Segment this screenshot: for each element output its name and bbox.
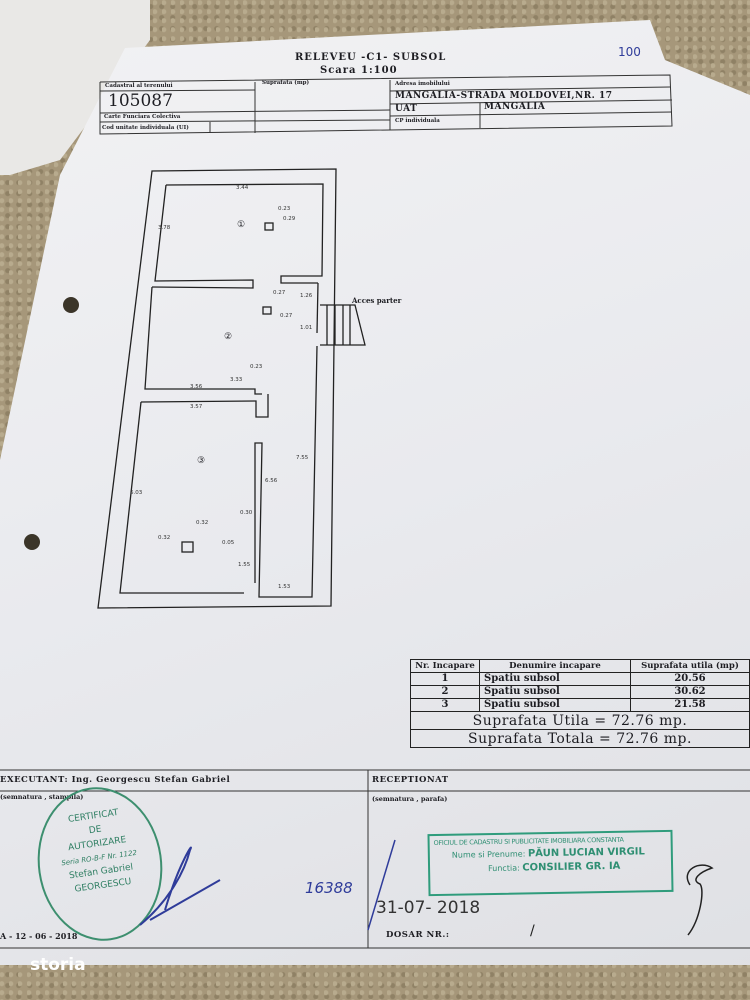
dim: 1.55 — [238, 562, 251, 568]
total-total-row: Suprafata Totala = 72.76 mp. — [410, 729, 750, 748]
carte-label: Carte Funciara Colectiva — [104, 114, 181, 120]
total-util-row: Suprafata Utila = 72.76 mp. — [410, 711, 750, 730]
executant-label: EXECUTANT: Ing. Georgescu Stefan Gabriel — [0, 775, 231, 785]
dim: 0.32 — [158, 535, 171, 541]
document-title: RELEVEU -C1- SUBSOL — [295, 52, 447, 63]
receptionat-label: RECEPTIONAT — [372, 775, 449, 785]
uat-value: MANGALIA — [484, 102, 546, 112]
executant-sub: (semnatura , stampila) — [0, 793, 84, 801]
floor-plan — [97, 168, 366, 609]
dim: 1.26 — [300, 293, 313, 299]
dosar-value: / — [530, 923, 535, 939]
dim: 0.05 — [222, 540, 235, 546]
chimney-3 — [181, 541, 194, 553]
dim: 0.23 — [250, 364, 263, 370]
page-note: 100 — [618, 45, 641, 59]
dim: 0.27 — [273, 290, 286, 296]
access-label: Acces parter — [352, 296, 402, 305]
total-total: Suprafata Totala = 72.76 mp. — [410, 729, 750, 748]
punch-hole — [63, 297, 79, 313]
address-value: MANGALIA-STRADA MOLDOVEI,NR. 17 — [395, 91, 613, 101]
receptionat-sub: (semnatura , parafa) — [372, 795, 448, 803]
outer-wall — [97, 168, 337, 609]
room-number-1: ① — [237, 220, 246, 230]
dim: 6.03 — [130, 490, 143, 496]
chimney-2 — [262, 306, 272, 315]
dim: 7.55 — [296, 455, 309, 461]
dim: 3.33 — [230, 377, 243, 383]
cadastral-number: 105087 — [108, 91, 173, 111]
dim: 3.57 — [190, 404, 203, 410]
dim: 3.56 — [190, 384, 203, 390]
room-number-2: ② — [224, 332, 233, 342]
rooms-table: Nr. Incapare Denumire incapare Suprafata… — [410, 659, 750, 748]
dim: 0.29 — [283, 216, 296, 222]
cod-label: Cod unitate individuala (UI) — [102, 125, 189, 131]
dim: 0.32 — [196, 520, 209, 526]
executant-date: A - 12 - 06 - 2018 — [0, 931, 78, 941]
chimney-1 — [264, 222, 274, 231]
dim: 1.01 — [300, 325, 313, 331]
address-label: Adresa imobilului — [395, 81, 450, 87]
executant-signature — [139, 846, 221, 926]
dim: 3.78 — [158, 225, 171, 231]
surface-label: Suprafata (mp) — [262, 80, 310, 86]
scale-label: Scara 1:100 — [320, 65, 398, 76]
dim: 0.30 — [240, 510, 253, 516]
dosar-label: DOSAR NR.: — [386, 930, 450, 940]
storia-logo: storia — [30, 955, 86, 975]
total-util: Suprafata Utila = 72.76 mp. — [410, 711, 750, 730]
dim: 0.23 — [278, 206, 291, 212]
room-number-3: ③ — [197, 456, 206, 466]
dim: 1.53 — [278, 584, 291, 590]
punch-hole — [24, 534, 40, 550]
cadastral-label: Cadastral al terenului — [105, 83, 173, 89]
receptionat-signature — [686, 864, 714, 936]
date-stamp: 31-07- 2018 — [376, 898, 481, 918]
dim: 0.27 — [280, 313, 293, 319]
cp-label: CP individuala — [395, 118, 440, 124]
dim: 6.56 — [265, 478, 278, 484]
dim: 3.44 — [236, 185, 249, 191]
uat-label: UAT — [395, 104, 418, 114]
handwritten-number: 16388 — [305, 879, 353, 897]
slash-mark — [367, 839, 396, 931]
